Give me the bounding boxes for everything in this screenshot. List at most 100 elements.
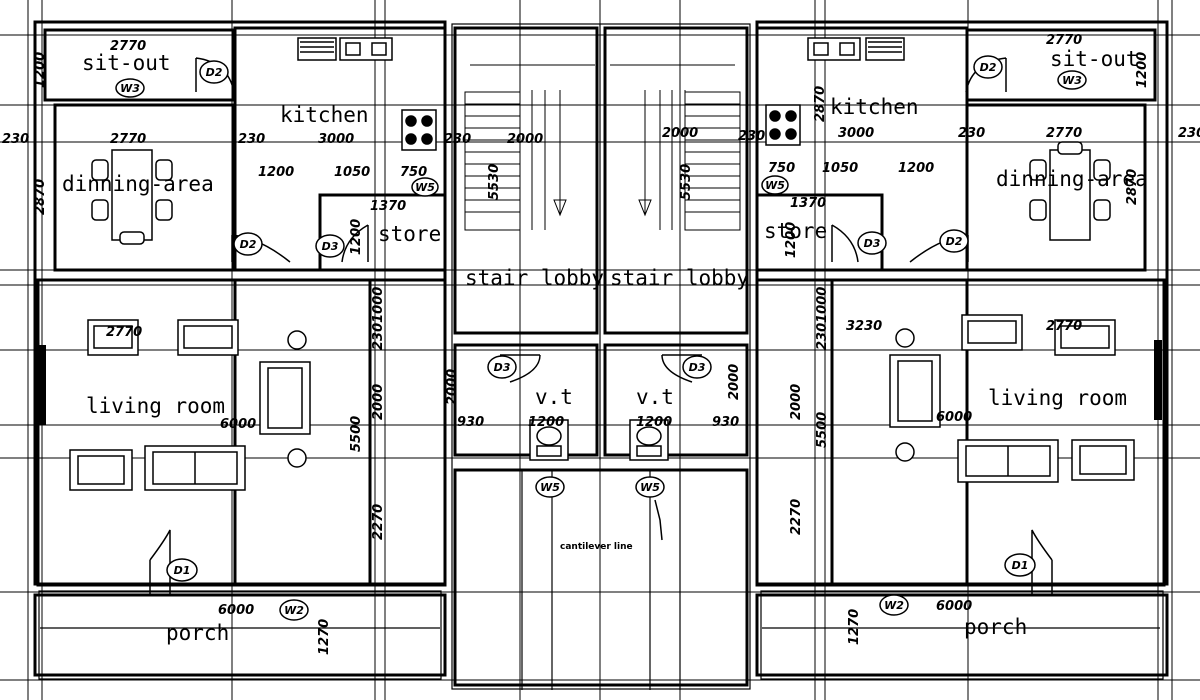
dim-2870-kitchen-right: 2870 — [813, 86, 828, 122]
dim-1200-kitchen-left: 1200 — [258, 165, 294, 180]
tag-d1-left: D1 — [174, 564, 191, 577]
kitchen-sink-left — [297, 37, 393, 61]
door-swings — [149, 57, 1053, 595]
dim-5500-right: 5500 — [815, 412, 830, 448]
label-store-right: store — [764, 219, 827, 243]
dim-1200-store-right: 1200 — [784, 222, 799, 258]
tag-w5-store-left: W5 — [415, 181, 435, 194]
dim-230-left-edge: 230 — [2, 132, 29, 147]
dim-1200-vt-right: 1200 — [636, 415, 672, 430]
dim-2000-vt-right: 2000 — [727, 364, 742, 400]
dim-2301000-left: 2301000 — [371, 287, 386, 350]
dim-1200-kitchen-right: 1200 — [898, 161, 934, 176]
sofa-set-right — [889, 314, 1135, 483]
dim-2770-dining-right: 2770 — [1046, 126, 1082, 141]
cantilever-note: cantilever line — [560, 542, 633, 552]
dim-1270-porch-right: 1270 — [847, 609, 862, 645]
dim-930-vt-left: 930 — [457, 415, 484, 430]
tag-w2-left: W2 — [284, 604, 304, 617]
tag-d3-store-right: D3 — [864, 237, 881, 250]
tag-w3-right: W3 — [1062, 74, 1082, 87]
dim-2870-dining-right: 2870 — [1125, 169, 1140, 205]
inner-lines — [38, 23, 1164, 690]
label-vt-left: v.t — [535, 385, 573, 409]
tag-w5-vt-right: W5 — [640, 481, 660, 494]
tag-w2-right: W2 — [884, 599, 904, 612]
dim-2270-left: 2270 — [371, 504, 386, 540]
label-porch-left: porch — [166, 621, 229, 645]
dim-3230-living-right: 3230 — [846, 319, 882, 334]
dim-2770-sitout-left: 2770 — [110, 39, 146, 54]
dim-2000-stair-left: 2000 — [507, 132, 543, 147]
dining-table-left — [91, 149, 173, 245]
dim-2000-living-right: 2000 — [789, 384, 804, 420]
tag-w5-store-right: W5 — [765, 179, 785, 192]
label-stair-lobby-right: stair lobby — [610, 266, 749, 290]
dim-750-kitchen-right: 750 — [768, 161, 795, 176]
dim-5500-left: 5500 — [349, 416, 364, 452]
label-vt-right: v.t — [636, 385, 674, 409]
tag-texts: W3 D2 D2 D3 W5 D3 W5 D1 W2 W3 D2 D2 D3 W… — [120, 61, 1082, 617]
stove-left — [401, 109, 437, 151]
dim-5530-stair-left: 5530 — [487, 164, 502, 200]
dim-2770-dining-left: 2770 — [110, 132, 146, 147]
label-living-room-left: living room — [86, 394, 225, 418]
dim-1050-kitchen-left: 1050 — [334, 165, 370, 180]
dim-6000-porch-left: 6000 — [218, 603, 254, 618]
dim-230-right-edge: 230 — [1178, 126, 1200, 141]
tag-d1-right: D1 — [1012, 559, 1029, 572]
dim-2770-living-right: 2770 — [1046, 319, 1082, 334]
windows — [38, 340, 1162, 425]
tag-d2-dining-left: D2 — [240, 238, 257, 251]
dim-5530-stair-right: 5530 — [679, 164, 694, 200]
dim-1370-store-right: 1370 — [790, 196, 826, 211]
dim-1270-porch-left: 1270 — [317, 619, 332, 655]
label-dinning-area-right: dinning-area — [996, 167, 1148, 191]
dim-3000-kitchen-right: 3000 — [838, 126, 874, 141]
dim-1200-sitout-left: 1200 — [33, 52, 48, 88]
walls — [33, 20, 1169, 687]
dim-750-kitchen-left: 750 — [400, 165, 427, 180]
label-porch-right: porch — [964, 615, 1027, 639]
dim-230-dining-left: 230 — [238, 132, 265, 147]
tag-d2-sitout-left: D2 — [206, 66, 223, 79]
tag-d3-vt-left: D3 — [494, 361, 511, 374]
label-store-left: store — [378, 222, 441, 246]
dimensions: 2770 1200 2770 230 230 2870 3000 1200 10… — [2, 33, 1200, 655]
dim-1370-store-left: 1370 — [370, 199, 406, 214]
dim-6000-porch-right: 6000 — [936, 599, 972, 614]
label-stair-lobby-left: stair lobby — [465, 266, 604, 290]
dim-6000-living-left: 6000 — [220, 417, 256, 432]
dim-2000-vt-left: 2000 — [445, 369, 460, 405]
tag-circles — [115, 55, 1087, 621]
dim-2270-living-left: 2770 — [106, 325, 142, 340]
tag-w5-vt-left: W5 — [540, 481, 560, 494]
dim-1050-kitchen-right: 1050 — [822, 161, 858, 176]
dim-1200-store-left: 1200 — [349, 219, 364, 255]
label-kitchen-left: kitchen — [280, 103, 369, 127]
dim-2770-sitout-right: 2770 — [1046, 33, 1082, 48]
kitchen-sink-right — [807, 37, 905, 61]
tag-d2-sitout-right: D2 — [980, 61, 997, 74]
label-dinning-area-left: dinning-area — [62, 172, 214, 196]
dim-1200-vt-left: 1200 — [528, 415, 564, 430]
dim-3000-kitchen-left: 3000 — [318, 132, 354, 147]
dim-2870-dining-left: 2870 — [33, 179, 48, 215]
sofa-set-left — [69, 319, 311, 491]
dim-2301000-right: 2301000 — [815, 287, 830, 350]
dining-table-right — [1029, 141, 1111, 241]
label-kitchen-right: kitchen — [830, 95, 919, 119]
tag-w3-left: W3 — [120, 82, 140, 95]
dim-2000-living-left: 2000 — [371, 384, 386, 420]
dim-230-kitchen-right: 230 — [738, 129, 765, 144]
cantilever-leader — [654, 499, 663, 541]
tag-d2-dining-right: D2 — [946, 235, 963, 248]
dim-930-vt-right: 930 — [712, 415, 739, 430]
label-sit-out-right: sit-out — [1050, 47, 1139, 71]
stair-right — [610, 64, 741, 231]
dim-1200-sitout-right: 1200 — [1135, 52, 1150, 88]
tag-d3-vt-right: D3 — [689, 361, 706, 374]
label-living-room-right: living room — [988, 386, 1127, 410]
wc-fixtures — [529, 419, 669, 461]
